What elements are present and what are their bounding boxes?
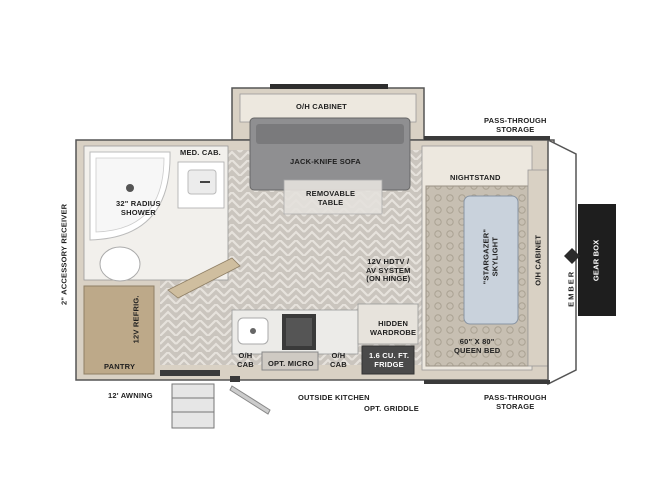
label-oh-cab-left-line2: CAB [237, 359, 254, 369]
label-queen-bed-line2: QUEEN BED [454, 345, 501, 355]
label-pass-through-top: PASS-THROUGH STORAGE [484, 116, 547, 134]
label-removable-table-line2: TABLE [317, 197, 344, 207]
label-shower-line1: 32" RADIUS [116, 199, 161, 208]
ember-logo-icon [564, 248, 580, 264]
label-oh-cab-right: O/H CAB [330, 351, 347, 369]
front-cap [547, 138, 577, 386]
label-queen-bed: 60" X 80" QUEEN BED [454, 337, 501, 355]
label-pantry: PANTRY [104, 362, 136, 371]
jackknife-sofa-shape [249, 117, 411, 191]
label-removable-table-line1: REMOVABLE [306, 189, 356, 198]
label-oh-cab-right-line1: O/H [331, 351, 346, 360]
label-nightstand: NIGHTSTAND [450, 173, 501, 182]
label-queen-bed-line1: 60" X 80" [459, 337, 495, 346]
label-pass-through-bottom: PASS-THROUGH STORAGE [484, 393, 547, 411]
label-removable-table: REMOVABLE TABLE [306, 189, 356, 207]
label-refrig: 12V REFRIG. [131, 295, 141, 344]
label-fridge: 1.6 CU. FT. FRIDGE [369, 351, 410, 369]
label-oh-cab-right-line2: CAB [330, 359, 347, 369]
label-awning: 12' AWNING [108, 391, 153, 400]
bath-door [167, 257, 241, 299]
label-hdtv: 12V HDTV / AV SYSTEM (ON HINGE) [366, 257, 411, 284]
label-pass-through-bottom-line1: PASS-THROUGH [484, 393, 547, 402]
label-fridge-line2: FRIDGE [374, 359, 404, 369]
label-oh-cabinet-top: O/H CABINET [296, 102, 347, 111]
gear-box [578, 204, 616, 316]
label-pass-through-top-line2: STORAGE [496, 124, 535, 134]
label-fridge-line1: 1.6 CU. FT. [369, 351, 410, 360]
label-pass-through-top-line1: PASS-THROUGH [484, 116, 547, 125]
removable-table-shape [283, 179, 383, 215]
label-outside-kitchen: OUTSIDE KITCHEN [298, 393, 370, 402]
label-skylight-line2: SKYLIGHT [490, 236, 499, 277]
refrig-pantry [83, 285, 155, 375]
label-oh-cab-left: O/H CAB [237, 351, 254, 369]
entry-steps [171, 383, 215, 429]
label-jackknife-sofa: JACK-KNIFE SOFA [290, 157, 361, 166]
label-skylight: "STARGAZER" SKYLIGHT [481, 228, 499, 286]
label-accessory-receiver: 2" ACCESSORY RECEIVER [59, 203, 69, 305]
label-oh-cabinet-right: O/H CABINET [533, 234, 543, 286]
label-med-cab: MED. CAB. [180, 148, 221, 157]
label-hidden-wardrobe-line2: WARDROBE [370, 327, 417, 337]
bathroom [83, 145, 229, 282]
oh-cabinet-top [239, 93, 417, 123]
label-gear-box: GEAR BOX [591, 239, 601, 282]
label-hdtv-line3: (ON HINGE) [366, 274, 411, 284]
label-oh-cab-left-line1: O/H [238, 351, 253, 360]
label-pass-through-bottom-line2: STORAGE [496, 401, 535, 411]
label-opt-griddle: OPT. GRIDDLE [364, 404, 419, 413]
bed-area [421, 145, 551, 371]
label-hdtv-line1: 12V HDTV / [367, 257, 410, 266]
entry-door [229, 385, 271, 415]
label-hidden-wardrobe-line1: HIDDEN [378, 319, 409, 328]
label-hidden-wardrobe: HIDDEN WARDROBE [370, 319, 417, 337]
hidden-wardrobe [357, 303, 419, 345]
kitchen-counter [231, 309, 359, 371]
label-shower: 32" RADIUS SHOWER [116, 199, 161, 217]
label-opt-micro: OPT. MICRO [268, 359, 314, 368]
label-shower-line2: SHOWER [120, 207, 156, 217]
label-brand: EMBER [566, 269, 576, 307]
label-hdtv-line2: AV SYSTEM [366, 265, 411, 275]
fridge-box [361, 345, 415, 375]
